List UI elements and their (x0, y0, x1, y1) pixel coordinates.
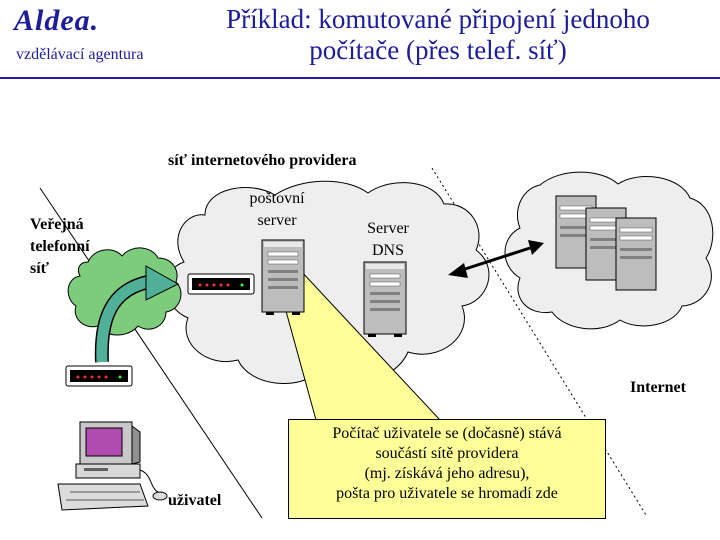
dns-server-label: Server DNS (356, 218, 420, 262)
provider-cloud (166, 180, 490, 384)
provider-network-label: síť internetového providera (168, 152, 357, 169)
logo: Aldea. (14, 4, 100, 37)
user-boundary-line (39, 187, 263, 519)
note-line-4: pošta pro uživatele se hromadí zde (336, 485, 558, 502)
internet-label: Internet (630, 379, 686, 396)
title-line-2: počítače (přes telef. síť) (309, 35, 567, 65)
user-computer-icon (57, 421, 168, 511)
user-label: uživatel (168, 492, 222, 509)
note-line-2: součástí sítě providera (375, 445, 519, 462)
phone-network-label-line-1: Veřejná (30, 216, 84, 233)
phone-network-label-line-3: síť (30, 260, 50, 277)
internet-link-arrow (448, 240, 544, 278)
provider-modem (187, 273, 255, 295)
phone-network-label: Veřejná telefonní síť (30, 214, 90, 280)
mail-server-label: poštovní server (240, 188, 314, 232)
dns-server-icon (363, 261, 407, 337)
title-line-1: Příklad: komutované připojení jednoho (226, 4, 650, 34)
mail-server-label-line-1: poštovní (249, 190, 305, 207)
dialup-arrowhead (145, 265, 180, 301)
dns-server-label-line-1: Server (367, 220, 409, 237)
header-divider (0, 77, 720, 79)
internet-servers-icon (555, 195, 657, 291)
dns-server-label-line-2: DNS (371, 242, 404, 259)
tagline: vzdělávací agentura (16, 46, 144, 63)
page-title: Příklad: komutované připojení jednoho po… (178, 4, 698, 66)
user-modem (65, 365, 133, 387)
provider-note: Počítač uživatele se (dočasně) stává sou… (288, 419, 606, 519)
note-line-1: Počítač uživatele se (dočasně) stává (332, 425, 562, 442)
phone-network-label-line-2: telefonní (30, 238, 90, 255)
mail-server-label-line-2: server (257, 212, 297, 229)
mail-server-icon (261, 239, 305, 315)
note-line-3: (mj. získává jeho adresu), (364, 465, 530, 482)
